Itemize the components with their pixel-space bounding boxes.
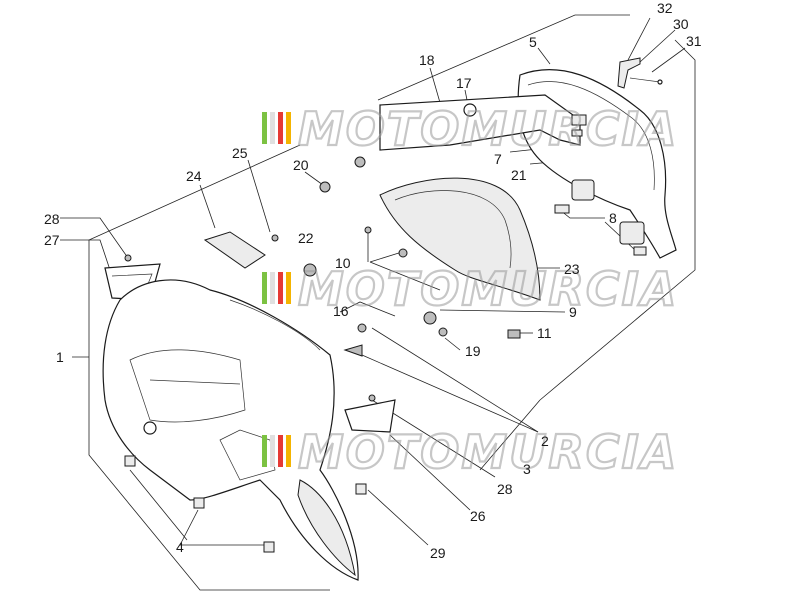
callout-32: 32 <box>657 0 673 16</box>
callout-16: 16 <box>333 303 349 319</box>
callout-11: 11 <box>537 325 552 341</box>
watermark-text: MOTOMURCIA <box>298 262 678 316</box>
callout-9: 9 <box>569 304 577 320</box>
callout-8: 8 <box>609 210 617 226</box>
callout-3: 3 <box>523 461 531 477</box>
watermark-middle: MOTOMURCIA <box>262 261 678 317</box>
callout-20: 20 <box>293 157 309 173</box>
callout-24: 24 <box>186 168 202 184</box>
callout-25: 25 <box>232 145 248 161</box>
part-23-dash-trim <box>379 177 541 301</box>
callout-7: 7 <box>494 151 502 167</box>
part-1-rear-body <box>102 279 359 581</box>
callout-17: 17 <box>456 75 472 91</box>
callout-5: 5 <box>529 34 537 50</box>
callout-27: 27 <box>44 232 60 248</box>
fasteners-middle <box>271 156 521 357</box>
watermark-text: MOTOMURCIA <box>298 425 678 479</box>
callout-23: 23 <box>564 261 580 277</box>
callout-30: 30 <box>673 16 689 32</box>
watermark-text: MOTOMURCIA <box>298 102 678 156</box>
part-24-clip <box>203 231 266 269</box>
watermark-top: MOTOMURCIA <box>262 101 678 157</box>
callout-2: 2 <box>541 433 549 449</box>
callout-19: 19 <box>465 343 481 359</box>
callout-4: 4 <box>176 539 184 555</box>
part-30-31-32-bracket <box>617 57 663 89</box>
callout-18: 18 <box>419 52 435 68</box>
callout-10: 10 <box>335 255 351 271</box>
callout-22: 22 <box>298 230 314 246</box>
callout-31: 31 <box>686 33 702 49</box>
callout-29: 29 <box>430 545 446 561</box>
callout-28-upper: 28 <box>44 211 60 227</box>
part-28-lower-tray <box>344 394 396 433</box>
small-clips <box>124 455 367 553</box>
callout-1: 1 <box>56 349 64 365</box>
callout-26: 26 <box>470 508 486 524</box>
part-18-bezel-frame <box>379 94 587 151</box>
callout-28-lower: 28 <box>497 481 513 497</box>
watermark-bottom: MOTOMURCIA <box>262 424 678 480</box>
callout-21: 21 <box>511 167 527 183</box>
callout-labels: 32 30 31 5 18 17 7 21 8 25 20 24 22 28 2… <box>44 0 702 561</box>
